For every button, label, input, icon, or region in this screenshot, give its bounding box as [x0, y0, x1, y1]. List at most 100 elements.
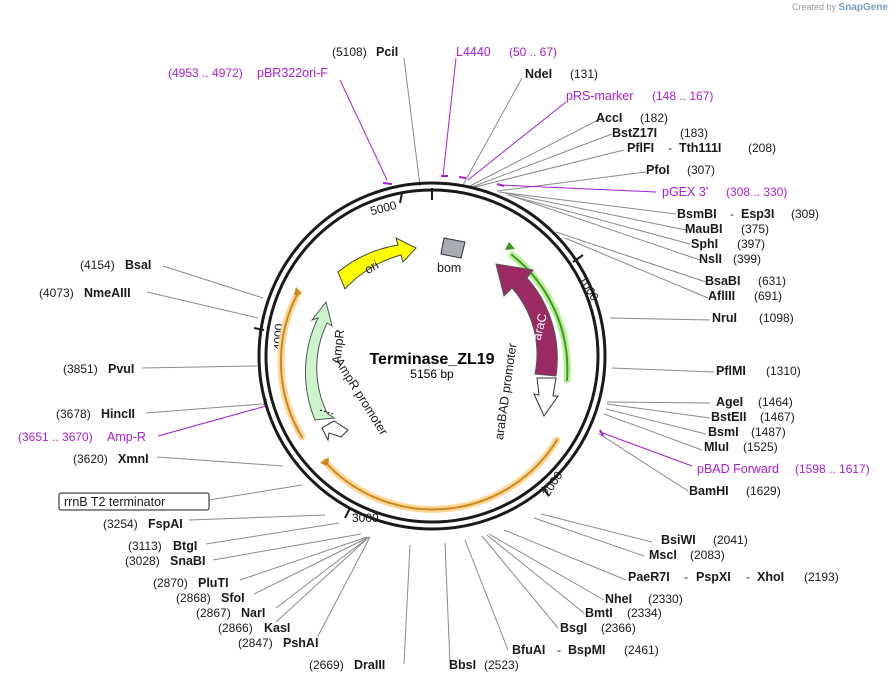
site-bsmi[interactable]: BsmI (1487)	[708, 425, 786, 439]
site-bfuai[interactable]: BfuAI - BspMI (2461)	[512, 643, 659, 657]
site-bsai[interactable]: (4154) BsaI	[80, 258, 151, 272]
site-bsgi[interactable]: BsgI (2366)	[560, 621, 636, 635]
bsteii-name: BstEII	[711, 410, 746, 424]
hincii-name: HincII	[101, 407, 135, 421]
site-paer7i[interactable]: PaeR7I - PspXI - XhoI (2193)	[628, 570, 839, 584]
site-msci[interactable]: MscI (2083)	[649, 548, 725, 562]
xhoi-name: XhoI	[757, 570, 784, 584]
primer-prs-marker[interactable]: pRS-marker (148 .. 167)	[566, 89, 713, 103]
leader-lines	[141, 57, 715, 665]
site-draiii[interactable]: (2669) DraIII	[309, 658, 385, 672]
nmeaiii-name: NmeAIII	[84, 286, 131, 300]
tick-5000: 5000	[369, 198, 399, 218]
pshai-name: PshAI	[283, 636, 318, 650]
xmni-pos: (3620)	[73, 452, 108, 466]
primer-pgex3[interactable]: pGEX 3' (308 .. 330)	[662, 185, 787, 199]
bsmi-name: BsmI	[708, 425, 739, 439]
ampr-label: AmpR	[330, 329, 348, 365]
site-ndei[interactable]: NdeI (131)	[525, 67, 598, 81]
msci-name: MscI	[649, 548, 677, 562]
sphi-pos: (397)	[737, 237, 765, 251]
nhei-name: NheI	[605, 592, 632, 606]
tick-mark-2000	[541, 486, 550, 497]
feature-ampr[interactable]: AmpR	[305, 300, 348, 421]
pflmi-name: PflMI	[716, 364, 746, 378]
site-bmti[interactable]: BmtI (2334)	[585, 606, 662, 620]
bsiwi-pos: (2041)	[713, 533, 748, 547]
bfuai-sep: -	[557, 643, 561, 657]
site-pflmi[interactable]: PflMI (1310)	[716, 364, 801, 378]
paer7i-sep2: -	[746, 570, 750, 584]
site-aflii[interactable]: AflIII (691)	[708, 289, 782, 303]
site-btgi[interactable]: (3113) BtgI	[128, 539, 197, 553]
fspai-name: FspAI	[148, 517, 183, 531]
site-bsteii[interactable]: BstEII (1467)	[711, 410, 795, 424]
nmeaiii-pos: (4073)	[39, 286, 74, 300]
primer-l4440[interactable]: L4440 (50 .. 67)	[456, 45, 557, 59]
site-bsabi[interactable]: BsaBI (631)	[705, 274, 786, 288]
tick-mark-1000	[572, 254, 584, 263]
site-acci[interactable]: AccI (182)	[596, 111, 668, 125]
site-bbsi[interactable]: BbsI (2523)	[449, 658, 519, 672]
feature-arac[interactable]: araC	[495, 263, 558, 377]
site-mlui[interactable]: MluI (1525)	[704, 440, 778, 454]
site-pfoi[interactable]: PfoI (307)	[646, 163, 715, 177]
snapgene-logo: SnapGene	[838, 2, 888, 13]
site-agei[interactable]: AgeI (1464)	[716, 395, 793, 409]
site-bstz17i[interactable]: BstZ17I (183)	[612, 126, 708, 140]
primer-amp-r[interactable]: (3651 .. 3670) Amp-R	[18, 430, 146, 444]
feature-bom[interactable]: bom	[437, 237, 466, 275]
tick-mark-4000	[253, 327, 265, 331]
aflii-pos: (691)	[754, 289, 782, 303]
pflmi-pos: (1310)	[766, 364, 801, 378]
site-fspai[interactable]: (3254) FspAI	[103, 517, 183, 531]
site-nrui[interactable]: NruI (1098)	[712, 311, 794, 325]
draiii-pos: (2669)	[309, 658, 344, 672]
primer-pbr322ori-f[interactable]: (4953 .. 4972) pBR322ori-F	[168, 66, 328, 80]
bstz17i-name: BstZ17I	[612, 126, 657, 140]
site-nari[interactable]: (2867) NarI	[196, 606, 265, 620]
pcii-name: PciI	[376, 45, 398, 59]
nari-pos: (2867)	[196, 606, 231, 620]
ampr-primer-pos: (3651 .. 3670)	[18, 430, 93, 444]
site-sfoi[interactable]: (2868) SfoI	[176, 591, 245, 605]
nrui-name: NruI	[712, 311, 737, 325]
bom-label: bom	[437, 261, 461, 275]
prs-pos: (148 .. 167)	[652, 89, 713, 103]
site-pluti[interactable]: (2870) PluTI	[153, 576, 229, 590]
tick-1000: 1000	[576, 273, 602, 303]
aflii-name: AflIII	[708, 289, 735, 303]
site-pflfi[interactable]: PflFI - Tth111I (208)	[627, 141, 776, 155]
site-bamhi[interactable]: BamHI (1629)	[689, 484, 781, 498]
site-hincii[interactable]: (3678) HincII	[56, 407, 135, 421]
site-snabi[interactable]: (3028) SnaBI	[125, 554, 205, 568]
tth111i-name: Tth111I	[679, 141, 721, 155]
prs-name: pRS-marker	[566, 89, 633, 103]
site-bsmbi[interactable]: BsmBI - Esp3I (309)	[677, 207, 819, 221]
bsmbi-sep: -	[730, 207, 734, 221]
nari-name: NarI	[241, 606, 265, 620]
site-bsiwi[interactable]: BsiWI (2041)	[661, 533, 748, 547]
site-nhei[interactable]: NheI (2330)	[605, 592, 683, 606]
site-pcii[interactable]: (5108) PciI	[332, 45, 398, 59]
site-pvui[interactable]: (3851) PvuI	[63, 362, 134, 376]
site-sphi[interactable]: SphI (397)	[691, 237, 765, 251]
bspmi-name: BspMI	[568, 643, 606, 657]
bsmbi-name: BsmBI	[677, 207, 717, 221]
primer-pbad-forward[interactable]: pBAD Forward (1598 .. 1617)	[697, 462, 870, 476]
site-nsli[interactable]: NslI (399)	[699, 252, 761, 266]
credit-text: Created by	[791, 2, 837, 12]
pbad-pos: (1598 .. 1617)	[795, 462, 870, 476]
feature-rrnb-t2-terminator[interactable]: rrnB T2 terminator	[58, 492, 210, 511]
feature-ori[interactable]: ori	[337, 237, 417, 290]
bsiwi-name: BsiWI	[661, 533, 696, 547]
bamhi-name: BamHI	[689, 484, 729, 498]
site-nmeaiii[interactable]: (4073) NmeAIII	[39, 286, 131, 300]
site-pshai[interactable]: (2847) PshAI	[238, 636, 318, 650]
site-maubi[interactable]: MauBI (375)	[685, 222, 769, 236]
mlui-name: MluI	[704, 440, 729, 454]
feature-ampr-promoter[interactable]: AmpR promoter	[321, 355, 391, 442]
site-kasi[interactable]: (2866) KasI	[218, 621, 290, 635]
paer7i-name: PaeR7I	[628, 570, 670, 584]
site-xmni[interactable]: (3620) XmnI	[73, 452, 149, 466]
